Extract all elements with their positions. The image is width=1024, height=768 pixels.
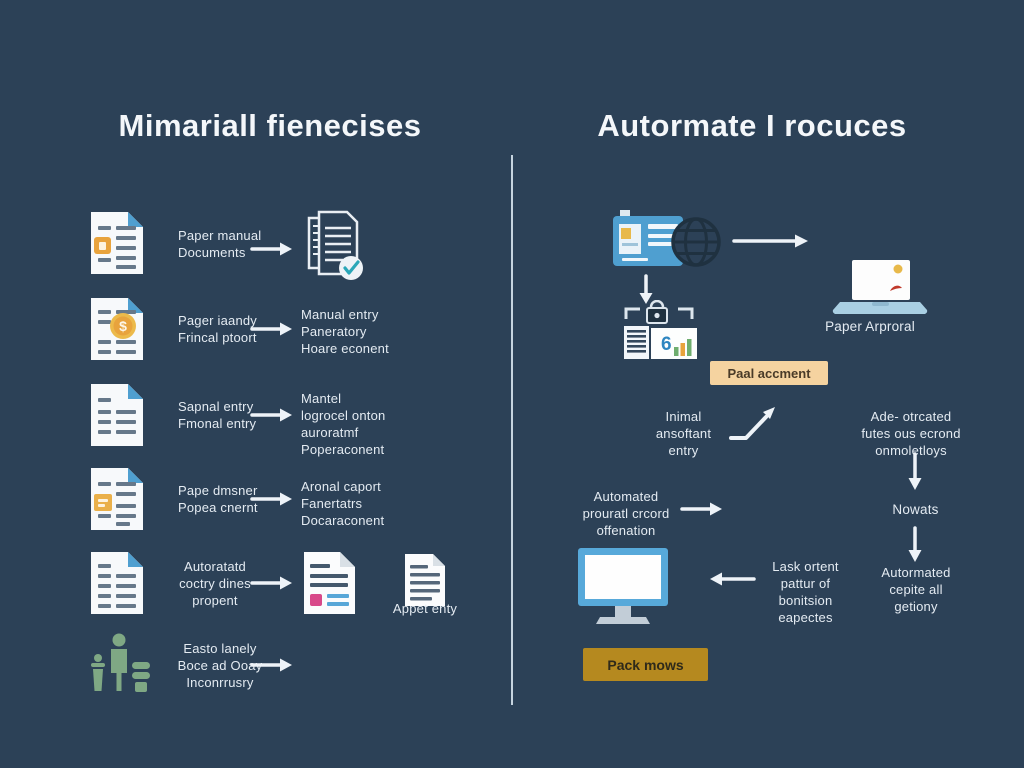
arrow-down-icon: [639, 274, 653, 304]
arrow-right-icon: [250, 492, 292, 506]
arrow-down-icon: [908, 452, 922, 490]
center-divider: [511, 155, 513, 705]
document-icon: [91, 552, 143, 614]
step-label: Paper manual Documents: [178, 228, 262, 260]
arrow-left-icon: [710, 572, 756, 586]
person-waste-bin-icon: [91, 633, 150, 692]
capture-label: Autormated cepite all getiony: [881, 565, 951, 614]
monitor-label: Lask ortent pattur of bonitsion eapectes: [772, 559, 839, 625]
svg-text:$: $: [119, 318, 127, 334]
nowats-label: Nowats: [892, 502, 939, 517]
step-label: Sapnal entry Fmonal entry: [178, 399, 257, 431]
automated-controls-label: Ade- otrcated futes ous ecrond onmoletlo…: [861, 409, 961, 458]
arrow-right-icon: [250, 658, 292, 672]
laptop-icon: [832, 260, 928, 315]
document-icon: [91, 384, 143, 446]
id-card-icon: [613, 210, 683, 266]
status-badge-top: Paal accment: [710, 361, 828, 385]
status-badge-bottom: Pack mows: [583, 648, 708, 681]
step-label: Pager iaandy Frincal ptoort: [178, 313, 258, 345]
svg-text:6: 6: [661, 334, 672, 355]
arrow-right-icon: [680, 502, 722, 516]
entry-label: Inimal ansoftant entry: [655, 409, 712, 458]
small-document-icon: [405, 554, 445, 606]
step-result-label: Mantel logrocel onton auroratmf Poperaco…: [301, 391, 386, 457]
document-dollar-icon: $: [91, 298, 143, 360]
arrow-up-right-icon: [729, 407, 775, 440]
document-pink-tag-icon: [304, 552, 355, 614]
arrow-long-right-icon: [732, 234, 808, 248]
arrow-right-icon: [250, 576, 292, 590]
arrow-right-icon: [250, 322, 292, 336]
arrow-right-icon: [250, 242, 292, 256]
step-label: Easto lanely Boce ad Ooay Inconrrusry: [177, 641, 263, 690]
right-column-title: Autormate I rocuces: [597, 108, 907, 143]
record-label: Automated prouratl crcord offenation: [582, 489, 670, 538]
step-label: Autoratatd coctry dines propent: [179, 559, 251, 608]
arrow-right-icon: [250, 408, 292, 422]
small-document-caption: Appet enty: [392, 601, 458, 616]
arrow-down-icon: [908, 526, 922, 562]
step-result-label: Manual entry Paneratory Hoare econent: [301, 307, 389, 356]
document-badge-icon: [91, 212, 143, 274]
monitor-icon: [578, 548, 668, 624]
step-result-label: Aronal caport Fanertatrs Docaraconent: [301, 479, 385, 528]
step-label: Pape dmsner Popea cnernt: [178, 483, 258, 515]
globe-icon: [671, 217, 721, 267]
laptop-label: Paper Arproral: [825, 319, 915, 334]
secure-scan-icon: 6: [624, 300, 697, 359]
left-column-title: Mimariall fienecises: [118, 108, 422, 143]
document-badge-icon: [91, 468, 143, 530]
stacked-documents-check-icon: [307, 210, 363, 280]
